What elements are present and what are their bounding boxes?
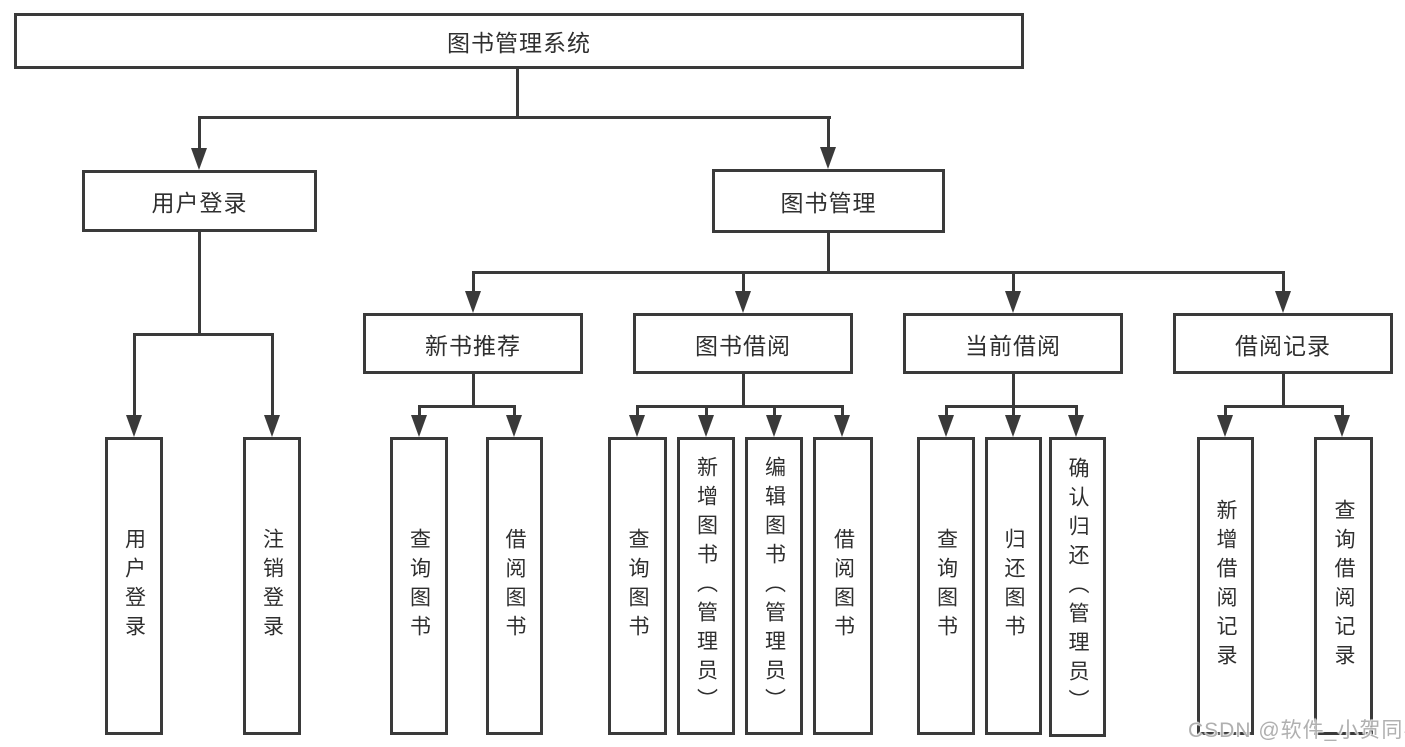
connector-line — [472, 271, 475, 293]
connector-line — [516, 66, 519, 119]
node-leaf-logout: 注销登录 — [243, 437, 301, 735]
arrowhead — [465, 291, 481, 313]
connector-line — [198, 116, 831, 119]
connector-line — [1282, 271, 1285, 293]
node-book-management: 图书管理 — [712, 169, 945, 233]
connector-line — [742, 372, 745, 408]
node-leaf-user-login: 用户登录 — [105, 437, 163, 735]
arrowhead — [264, 415, 280, 437]
node-leaf-return-books: 归还图书 — [985, 437, 1042, 735]
arrowhead — [766, 415, 782, 437]
arrowhead — [506, 415, 522, 437]
node-current-borrowing: 当前借阅 — [903, 313, 1123, 374]
csdn-watermark: CSDN @软件_小贺同学 — [1188, 719, 1405, 742]
arrowhead — [1275, 291, 1291, 313]
connector-line — [513, 405, 516, 417]
node-leaf-query-books-1: 查询图书 — [390, 437, 448, 735]
arrowhead — [1334, 415, 1350, 437]
node-leaf-borrow-books-1: 借阅图书 — [486, 437, 543, 735]
arrowhead — [1068, 415, 1084, 437]
node-book-borrowing: 图书借阅 — [633, 313, 853, 374]
arrowhead — [629, 415, 645, 437]
connector-line — [133, 333, 274, 336]
connector-line — [418, 405, 515, 408]
arrowhead — [735, 291, 751, 313]
arrowhead — [1217, 415, 1233, 437]
node-leaf-confirm-return-admin: 确认归还（管理员） — [1049, 437, 1106, 737]
connector-line — [841, 405, 844, 417]
node-leaf-borrow-books-2: 借阅图书 — [813, 437, 873, 735]
arrowhead — [820, 147, 836, 169]
node-leaf-add-borrow-record: 新增借阅记录 — [1197, 437, 1254, 735]
connector-line — [418, 405, 421, 417]
arrowhead — [126, 415, 142, 437]
connector-line — [1282, 372, 1285, 408]
connector-line — [472, 271, 1284, 274]
connector-line — [1341, 405, 1344, 417]
arrowhead — [1005, 415, 1021, 437]
arrowhead — [191, 148, 207, 170]
node-leaf-edit-books-admin: 编辑图书（管理员） — [745, 437, 803, 735]
connector-line — [636, 405, 639, 417]
connector-line — [1012, 271, 1015, 293]
connector-line — [636, 405, 843, 408]
connector-line — [742, 271, 745, 293]
connector-line — [271, 333, 274, 417]
connector-line — [945, 405, 948, 417]
connector-line — [472, 372, 475, 408]
connector-line — [1224, 405, 1343, 408]
connector-line — [1012, 372, 1015, 408]
connector-line — [198, 116, 201, 150]
node-leaf-query-books-2: 查询图书 — [608, 437, 667, 735]
connector-line — [1012, 405, 1015, 417]
node-user-login: 用户登录 — [82, 170, 317, 232]
arrowhead — [1005, 291, 1021, 313]
node-leaf-query-books-3: 查询图书 — [917, 437, 975, 735]
connector-line — [198, 230, 201, 336]
node-new-book-recommendation: 新书推荐 — [363, 313, 583, 374]
arrowhead — [938, 415, 954, 437]
connector-line — [133, 333, 136, 417]
node-leaf-add-books-admin: 新增图书（管理员） — [677, 437, 735, 735]
connector-line — [945, 405, 1077, 408]
arrowhead — [834, 415, 850, 437]
node-borrowing-records: 借阅记录 — [1173, 313, 1393, 374]
connector-line — [827, 230, 830, 274]
arrowhead — [698, 415, 714, 437]
arrowhead — [411, 415, 427, 437]
connector-line — [1075, 405, 1078, 417]
node-library-management-system: 图书管理系统 — [14, 13, 1024, 69]
node-leaf-query-borrow-record: 查询借阅记录 — [1314, 437, 1373, 735]
connector-line — [827, 116, 830, 149]
connector-line — [1224, 405, 1227, 417]
connector-line — [705, 405, 708, 417]
connector-line — [773, 405, 776, 417]
